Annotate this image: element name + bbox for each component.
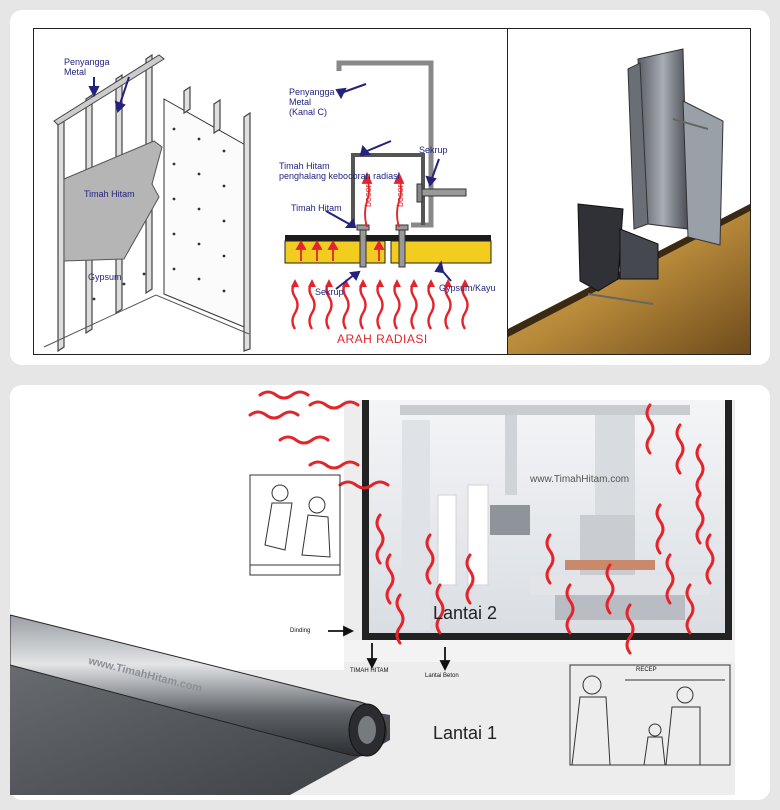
radiation-arrow-head	[376, 279, 384, 287]
reception-sign: RECEP	[636, 667, 657, 673]
radiation-squiggle	[655, 503, 665, 555]
radiation-squiggle	[465, 553, 475, 605]
radiation-squiggle	[605, 563, 615, 615]
stud-photo-panel	[508, 28, 751, 355]
radiation-squiggle	[338, 480, 390, 490]
radiation-wave-arrow	[359, 282, 367, 330]
radiation-arrow-head	[427, 279, 435, 287]
stud-frame-panel: Penyangga Metal Timah Hitam Gypsum	[33, 28, 272, 355]
frame-gypsum-label: Gypsum	[88, 272, 122, 282]
radiation-squiggle	[308, 460, 360, 470]
radiation-wave-arrow	[410, 282, 418, 330]
radiation-squiggle	[695, 443, 705, 495]
radiation-squiggle	[258, 390, 310, 400]
section-screw-top-label: Sekrup	[419, 145, 448, 155]
radiation-arrow-head	[410, 279, 418, 287]
radiation-wave-arrow	[393, 282, 401, 330]
radiation-squiggle	[565, 583, 575, 635]
radiation-squiggle	[425, 533, 435, 585]
radiation-squiggle	[385, 553, 395, 605]
radiation-wave-arrow	[444, 282, 452, 330]
radiation-squiggle	[395, 593, 405, 645]
radiation-squiggle	[308, 400, 360, 410]
section-lead-barrier-label: Timah Hitam penghalang kebocoran radiasi	[279, 161, 400, 181]
radiation-squiggle	[695, 493, 705, 545]
radiation-direction-label: ARAH RADIASI	[337, 332, 428, 346]
cross-section-panel: Penyangga Metal (Kanal C) Sekrup Timah H…	[271, 28, 508, 355]
radiation-wave-arrow	[325, 282, 333, 330]
section-board-label: Gypsum/Kayu	[439, 283, 496, 293]
radiation-arrow-head	[325, 279, 333, 287]
radiation-squiggle	[248, 410, 300, 420]
radiation-arrow-head	[342, 279, 350, 287]
wall-label: Dinding	[290, 628, 311, 634]
radiation-squiggle	[625, 603, 635, 655]
leak-label-1: bocor	[363, 184, 373, 207]
radiation-wave-arrow	[427, 282, 435, 330]
room-watermark: www.TimahHitam.com	[530, 474, 630, 485]
radiation-arrows	[291, 279, 469, 330]
radiation-squiggle	[435, 583, 445, 635]
radiation-squiggle	[278, 435, 330, 445]
radiation-arrow-head	[308, 279, 316, 287]
leak-label-2: bocor	[395, 184, 405, 207]
radiation-arrow-head	[444, 279, 452, 287]
floor-lower-label: Lantai 1	[433, 723, 498, 743]
radiation-arrow-head	[291, 279, 299, 287]
radiation-squiggle	[675, 423, 685, 475]
radiation-arrow-head	[359, 279, 367, 287]
radiation-wave-arrow	[342, 282, 350, 330]
frame-lead-label: Timah Hitam	[84, 189, 135, 199]
section-lead-label: Timah Hitam	[291, 203, 342, 213]
radiation-squiggle	[665, 553, 675, 605]
floor-upper-label: Lantai 2	[433, 603, 498, 623]
cross-section-drawing	[284, 60, 492, 330]
radiation-arrow-head	[461, 279, 469, 287]
room-radiation-waves	[248, 390, 715, 655]
building-diagram	[10, 390, 735, 795]
radiation-wave-arrow	[461, 282, 469, 330]
section-screw-bottom-label: Sekrup	[315, 287, 344, 297]
stud-photo	[508, 48, 750, 354]
radiation-squiggle	[645, 403, 655, 455]
stud-frame-drawing	[43, 53, 251, 353]
radiation-squiggle	[545, 533, 555, 585]
radiation-wave-arrow	[308, 282, 316, 330]
radiation-squiggle	[685, 583, 695, 635]
radiation-squiggle	[375, 513, 385, 565]
concrete-floor-label: Lantai Beton	[425, 673, 459, 679]
radiation-squiggle	[705, 533, 715, 585]
frame-support-label: Penyangga Metal	[64, 57, 110, 77]
radiation-wave-arrow	[376, 282, 384, 330]
radiation-wave-arrow	[291, 282, 299, 330]
radiation-arrow-head	[393, 279, 401, 287]
lead-layer-label: TIMAH HITAM	[350, 668, 389, 674]
section-support-label: Penyangga Metal (Kanal C)	[289, 87, 335, 117]
